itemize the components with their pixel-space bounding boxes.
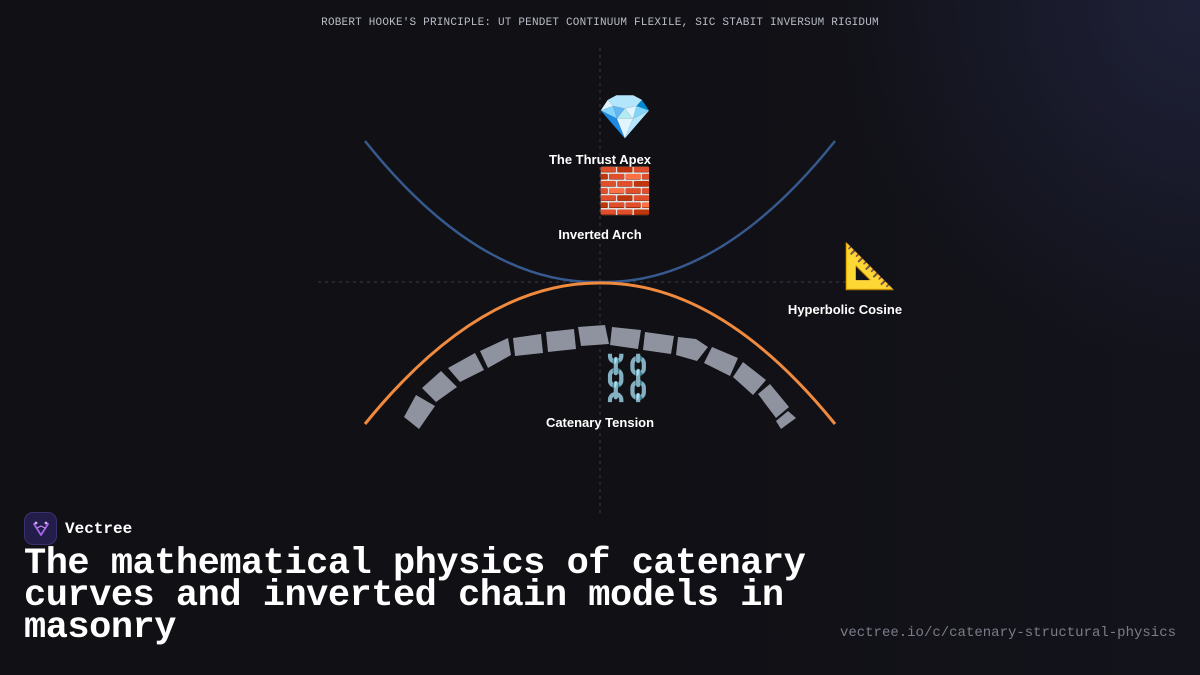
voussoir-blocks [404,325,796,429]
node-hyperbolic-cosine-label-wrap: Hyperbolic Cosine [788,302,902,317]
voussoir-block [733,362,766,395]
voussoir-block [513,334,543,356]
voussoir-block [676,337,708,361]
page-url[interactable]: vectree.io/c/catenary-structural-physics [839,625,1176,641]
node-inverted-arch: 🧱 [598,167,653,217]
thrust-apex-label: The Thrust Apex [548,152,652,167]
principle-caption: ROBERT HOOKE'S PRINCIPLE: UT PENDET CONT… [321,17,879,29]
node-catenary-tension-label-wrap: Catenary Tension [546,415,654,430]
inverted-arch-label: Inverted Arch [558,227,642,242]
catenary-arch-curve [363,281,837,425]
voussoir-block [448,353,484,382]
brick-icon: 🧱 [597,166,653,217]
triangular-ruler-icon: 📐 [842,241,898,292]
voussoir-block [776,411,796,429]
gem-icon: 💎 [597,92,653,143]
voussoir-block [610,327,641,349]
brand[interactable]: Vectree [24,512,132,545]
page-title: The mathematical physics of catenary cur… [24,543,806,649]
node-catenary-tension: ⛓️ [600,354,655,404]
vectree-logo-icon [24,512,57,545]
voussoir-block [643,332,674,354]
voussoir-block [546,329,576,352]
catenary-tension-label: Catenary Tension [545,415,655,430]
voussoir-block [404,395,435,429]
node-hyperbolic-cosine: 📐 [843,242,898,292]
node-inverted-arch-label-wrap: Inverted Arch [558,227,641,242]
chain-icon: ⛓️ [599,353,655,404]
voussoir-block [578,325,609,346]
voussoir-block [758,384,789,418]
hyperbolic-cosine-label: Hyperbolic Cosine [787,302,903,317]
node-thrust-apex: 💎 [598,93,653,143]
voussoir-block [422,371,457,402]
voussoir-block [480,338,511,368]
brand-name: Vectree [65,519,133,538]
node-thrust-apex-label-wrap: The Thrust Apex [549,152,651,167]
voussoir-block [704,347,738,376]
